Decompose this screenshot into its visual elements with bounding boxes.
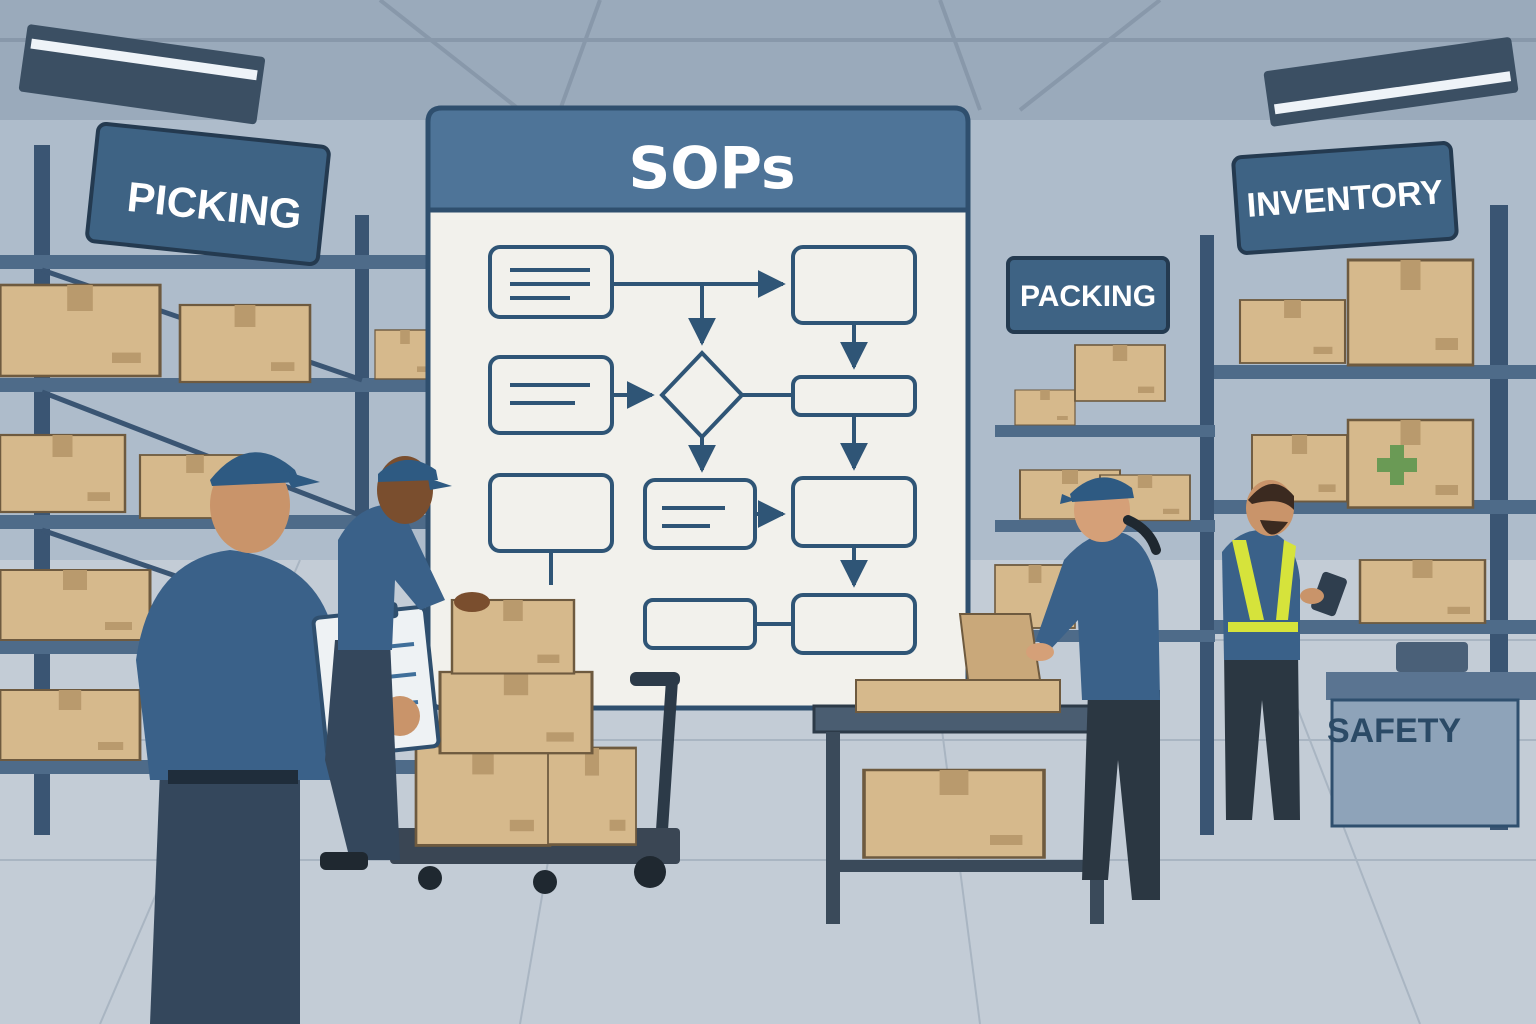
ceiling-light-right <box>1263 37 1519 127</box>
sign-picking: PICKING <box>85 121 331 267</box>
sign-inventory: INVENTORY <box>1231 141 1459 255</box>
flowchart <box>488 245 917 655</box>
safety-station: SAFETY <box>1326 642 1536 828</box>
sign-safety-label: SAFETY <box>1327 712 1461 750</box>
worker-mover <box>320 456 490 870</box>
sign-packing-label: PACKING <box>1020 280 1156 313</box>
tablet-icon <box>1311 571 1347 617</box>
sops-board: SOPs <box>425 105 971 711</box>
sign-packing: PACKING <box>1006 256 1170 334</box>
first-aid-cross-icon <box>1377 445 1417 485</box>
right-shelving <box>994 205 1536 835</box>
ceiling-light-left <box>18 24 266 125</box>
worker-inventory <box>1222 480 1347 820</box>
sops-title: SOPs <box>628 134 795 202</box>
worker-packer <box>1026 477 1161 900</box>
